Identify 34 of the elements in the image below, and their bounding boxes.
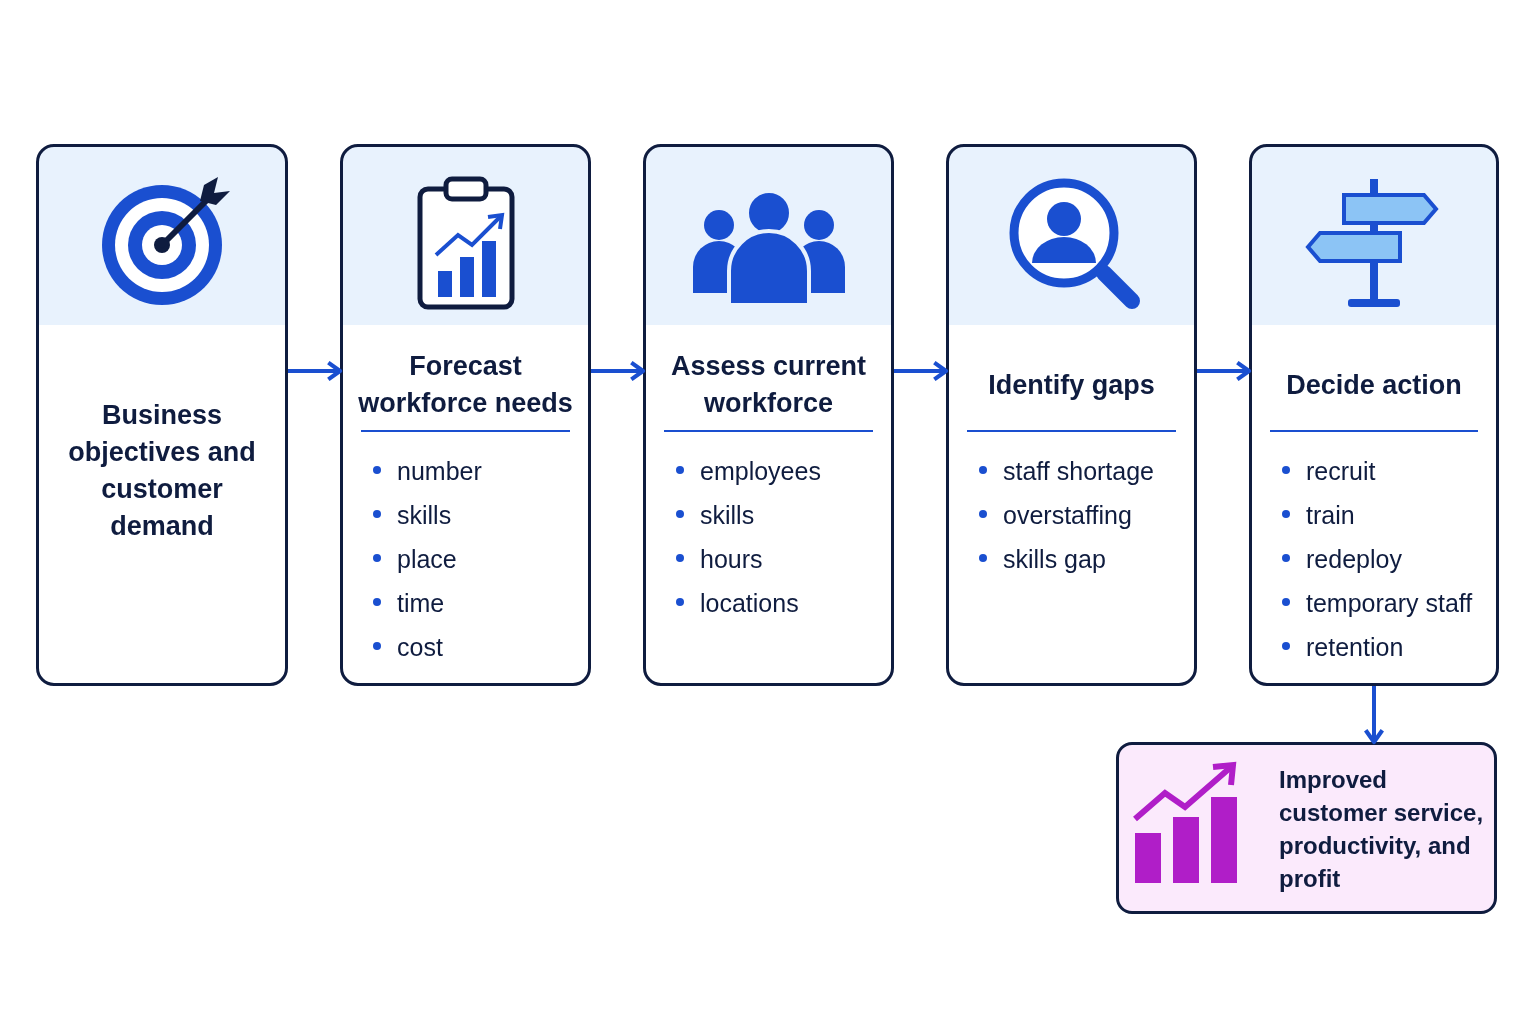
process-card	[643, 144, 894, 686]
bullet-item: temporary staff	[1282, 581, 1473, 625]
process-card	[1249, 144, 1499, 686]
bullet-item: staff shortage	[979, 449, 1155, 493]
card-heading: Assess current workforce	[669, 350, 868, 420]
arrow	[894, 360, 949, 382]
arrow	[288, 360, 343, 382]
process-card	[340, 144, 591, 686]
card-heading: Identify gaps	[987, 368, 1156, 402]
bullet-item: recruit	[1282, 449, 1473, 493]
bullet-item: skills	[676, 493, 821, 537]
process-card	[946, 144, 1197, 686]
bullet-item: redeploy	[1282, 537, 1473, 581]
outcome-text: Improved customer service, productivity, and profit	[1279, 765, 1485, 894]
bullet-item: train	[1282, 493, 1473, 537]
bullet-item: locations	[676, 581, 821, 625]
arrow	[1197, 360, 1252, 382]
arrow	[1363, 686, 1385, 745]
bullet-item: place	[373, 537, 482, 581]
outcome-box	[1116, 742, 1497, 914]
bullet-item: retention	[1282, 625, 1473, 669]
bullet-item: employees	[676, 449, 821, 493]
bullet-item: skills	[373, 493, 482, 537]
bullet-item: overstaffing	[979, 493, 1155, 537]
bullet-item: cost	[373, 625, 482, 669]
bullet-item: number	[373, 449, 482, 493]
arrow	[591, 360, 646, 382]
bullet-item: skills gap	[979, 537, 1155, 581]
card-heading: Forecast workforce needs	[357, 350, 574, 420]
bullet-item: hours	[676, 537, 821, 581]
bullet-item: time	[373, 581, 482, 625]
card-heading: Business objectives and customer demand	[67, 399, 257, 543]
process-card	[36, 144, 288, 686]
card-heading: Decide action	[1285, 368, 1463, 402]
